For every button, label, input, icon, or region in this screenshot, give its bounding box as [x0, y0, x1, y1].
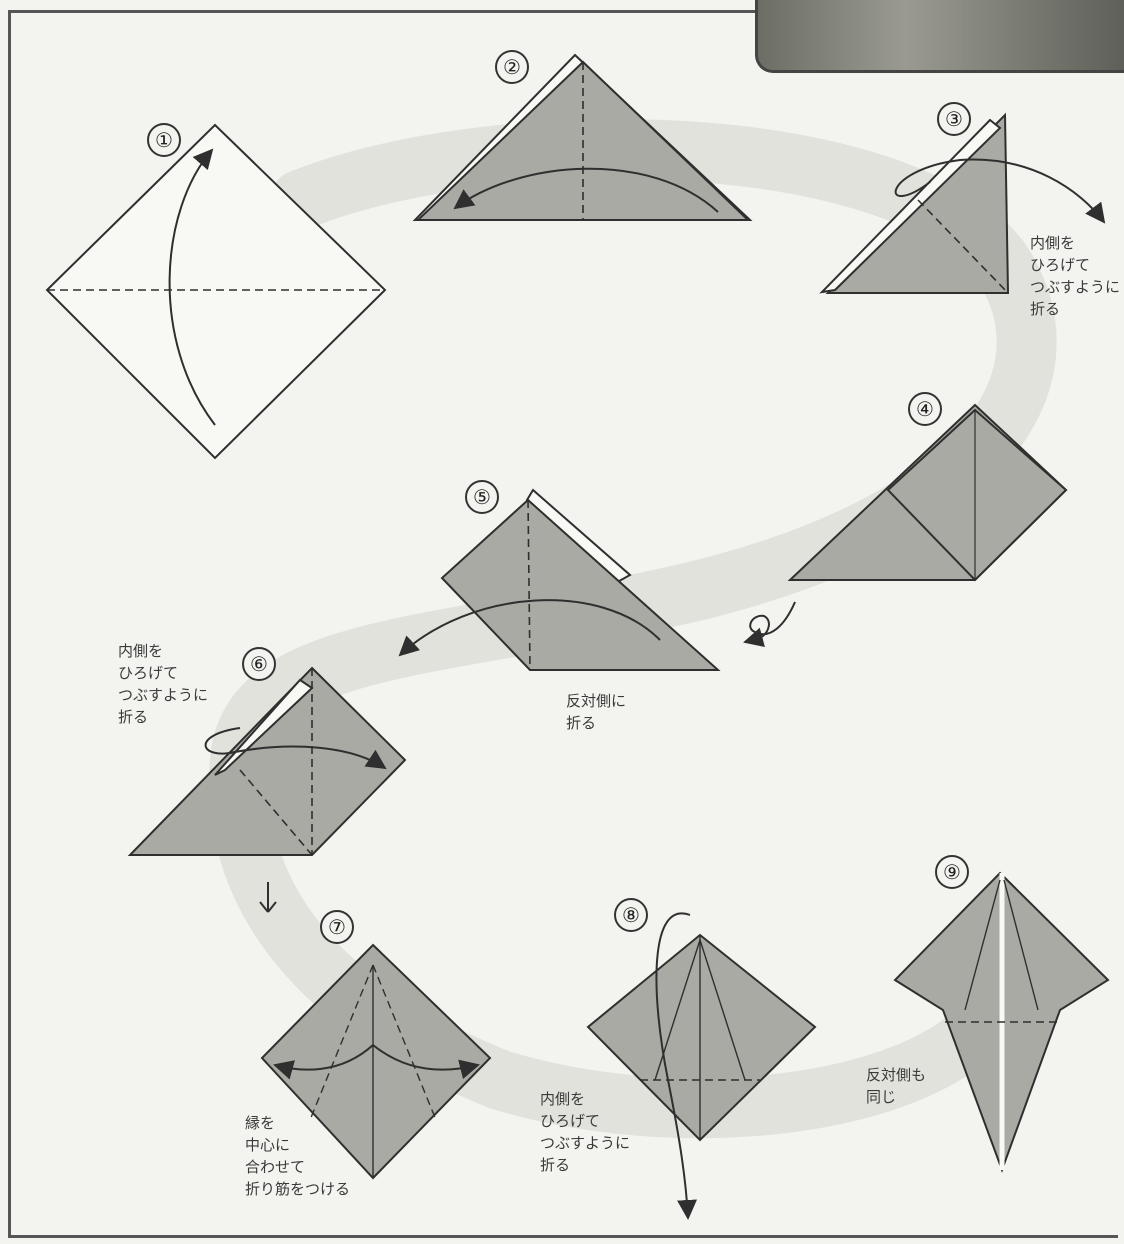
- step-number-7: ⑦: [320, 910, 354, 944]
- step7-caption: 縁を 中心に 合わせて 折り筋をつける: [245, 1112, 350, 1200]
- step6-caption: 内側を ひろげて つぶすように 折る: [118, 640, 208, 728]
- step-number-3: ③: [937, 102, 971, 136]
- step-number-1: ①: [147, 123, 181, 157]
- step9-caption: 反対側も 同じ: [866, 1064, 926, 1108]
- step-number-8: ⑧: [614, 898, 648, 932]
- step5-caption: 反対側に 折る: [566, 690, 626, 734]
- step-number-4: ④: [908, 392, 942, 426]
- step-number-2: ②: [495, 50, 529, 84]
- step-number-9: ⑨: [935, 855, 969, 889]
- step-number-6: ⑥: [242, 647, 276, 681]
- step9-diagram: [895, 873, 1108, 1170]
- step-number-5: ⑤: [465, 480, 499, 514]
- turn-over-icon: [745, 602, 795, 642]
- step8-caption: 内側を ひろげて つぶすように 折る: [540, 1088, 630, 1176]
- step3-caption: 内側を ひろげて つぶすように 折る: [1030, 232, 1120, 320]
